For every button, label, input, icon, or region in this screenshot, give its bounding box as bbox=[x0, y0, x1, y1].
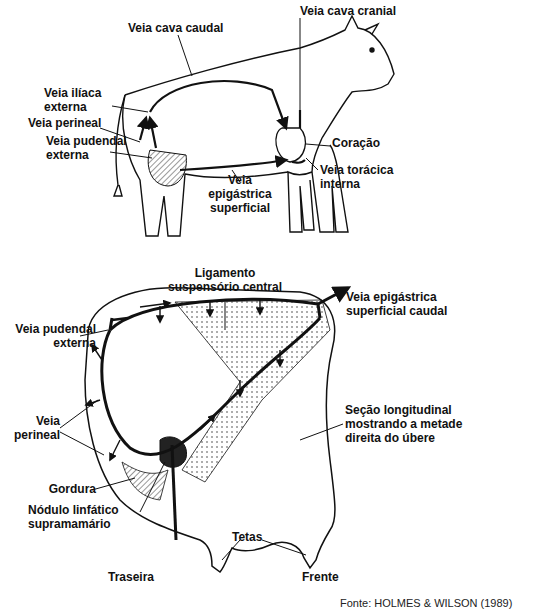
part-label: Frente bbox=[302, 570, 362, 584]
udder-veins bbox=[102, 288, 348, 540]
udder-outline bbox=[85, 288, 335, 572]
part-label: Veia cava caudal bbox=[128, 21, 238, 35]
cow-leader-lines bbox=[100, 18, 330, 182]
udder-branch-arrows bbox=[86, 298, 280, 460]
part-label: Veia epigástrica superficial bbox=[205, 173, 275, 215]
part-label: Coração bbox=[332, 136, 392, 150]
part-label: Veia ilíaca externa bbox=[44, 86, 116, 114]
part-label: Veia torácica interna bbox=[320, 163, 405, 191]
heart-shape bbox=[276, 128, 306, 162]
part-label: Veia cava cranial bbox=[300, 4, 410, 18]
part-label: Veia perineal bbox=[10, 414, 60, 442]
part-label: Ligamento suspensório central bbox=[160, 266, 290, 294]
part-label: Gordura bbox=[40, 482, 96, 496]
cow-veins bbox=[140, 81, 305, 170]
part-label: Veia perineal bbox=[28, 116, 118, 130]
part-label: Veia pudendal externa bbox=[46, 134, 128, 162]
part-label: Tetas bbox=[232, 530, 282, 544]
suspensory-ligament bbox=[175, 300, 330, 482]
part-label: Veia epigástrica superficial caudal bbox=[346, 290, 466, 318]
part-label: Traseira bbox=[108, 570, 168, 584]
part-label: Nódulo linfático supramamário bbox=[28, 503, 138, 531]
part-label: Veia pudendal externa bbox=[14, 322, 96, 350]
fat-tissue bbox=[122, 462, 168, 500]
udder-sketch bbox=[148, 150, 186, 186]
cow-outline bbox=[114, 16, 394, 236]
part-label: Seção longitudinal mostrando a metade di… bbox=[345, 403, 465, 445]
source-caption: Fonte: HOLMES & WILSON (1989) bbox=[340, 597, 512, 610]
